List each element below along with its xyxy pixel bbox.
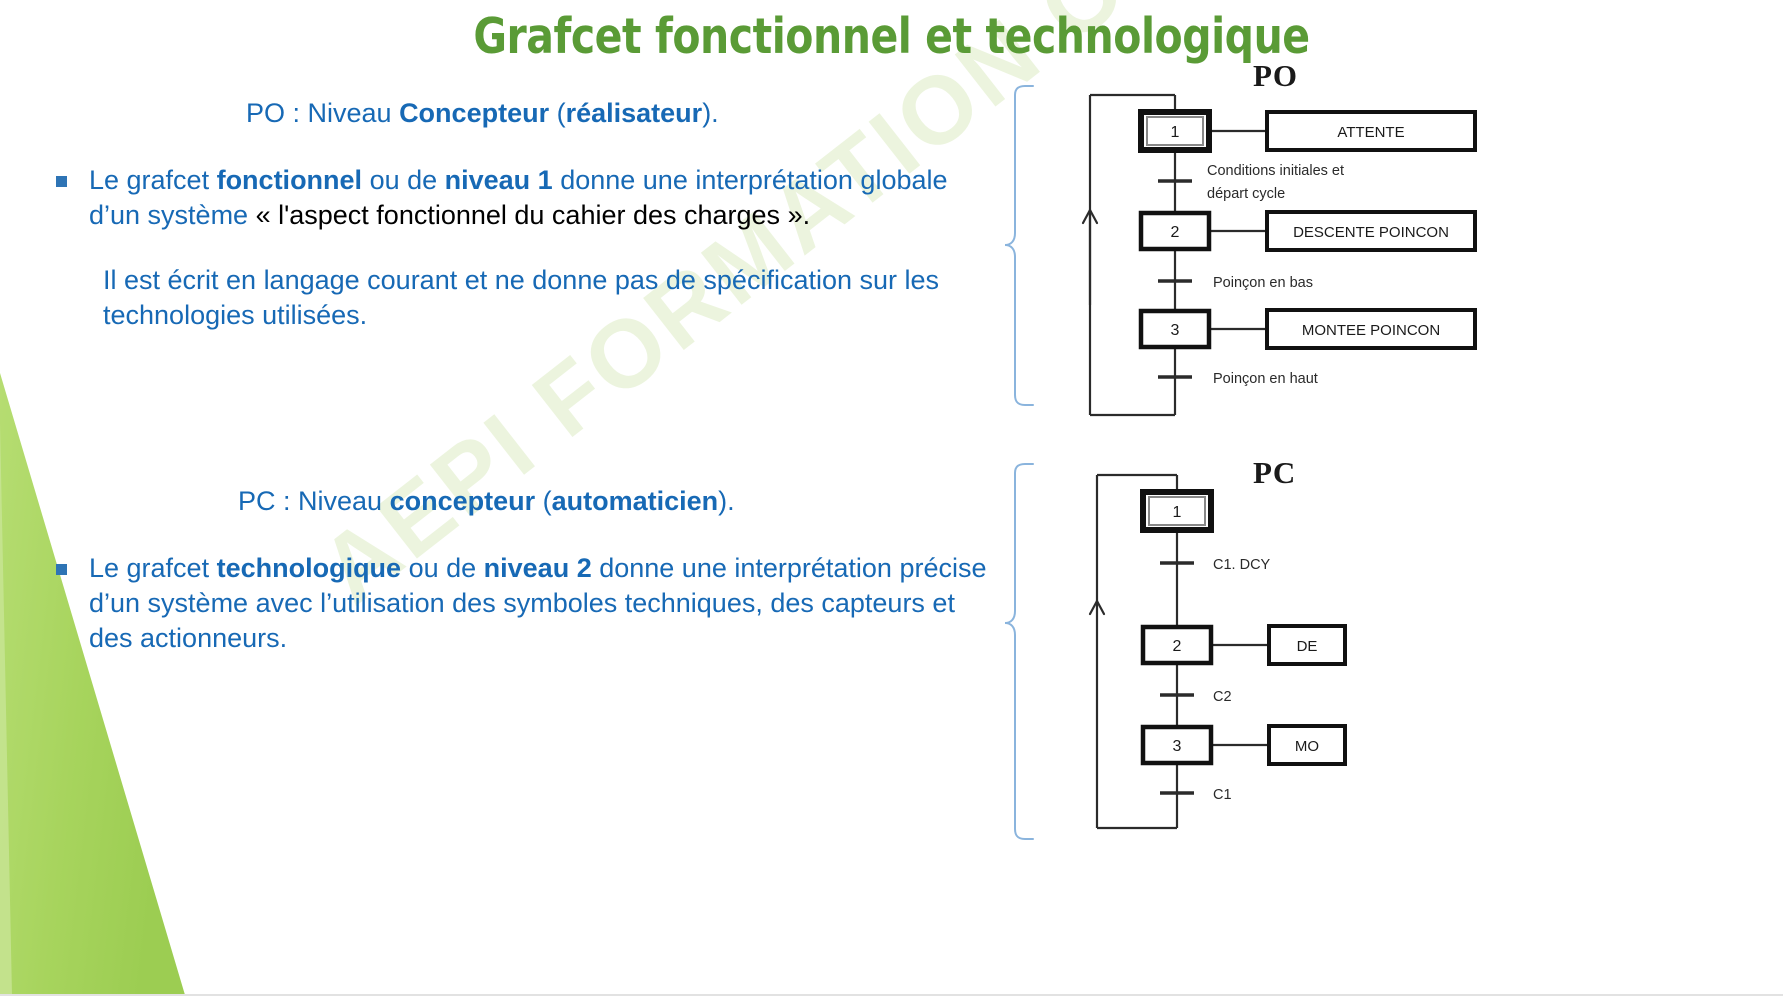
pc-bullet-bold-technologique: technologique (216, 553, 402, 584)
grafcet-po-action-2-label: DESCENTE POINCON (1293, 224, 1449, 241)
svg-text:1: 1 (1171, 124, 1180, 141)
pc-lead-suffix: ). (718, 485, 735, 516)
po-lead-bold-realisateur: réalisateur (565, 98, 703, 128)
square-bullet-icon (56, 176, 67, 188)
grafcet-po-action-1-label: ATTENTE (1337, 124, 1404, 141)
po-bullet-bold-fonctionnel: fonctionnel (216, 165, 363, 196)
po-bullet-item: Le grafcet fonctionnel ou de niveau 1 do… (0, 163, 990, 233)
grafcet-po-svg: 1 2 3 ATTENTE DE (1004, 85, 1477, 417)
grafcet-po-action-3-label: MONTEE POINCON (1302, 322, 1440, 339)
po-lead-suffix: ). (702, 98, 719, 128)
grafcet-po-step-1: 1 (1138, 109, 1212, 153)
pc-lead-mid: ( (535, 485, 552, 516)
pc-bullet-text: Le grafcet technologique ou de niveau 2 … (89, 551, 989, 655)
po-lead-bold-concepteur: Concepteur (399, 98, 550, 128)
grafcet-pc-step-1: 1 (1140, 489, 1214, 533)
po-bullet-t2: ou de (362, 165, 445, 196)
po-bullet-bold-niveau1: niveau 1 (444, 165, 553, 196)
po-bullet-text: Le grafcet fonctionnel ou de niveau 1 do… (89, 163, 989, 233)
grafcet-po-step-3: 3 (1138, 308, 1212, 350)
pc-lead-prefix: PC : Niveau (238, 485, 390, 516)
grafcet-pc-action-2-label: DE (1297, 638, 1318, 655)
grafcet-pc: PC (985, 453, 1775, 853)
grafcet-po-transition-2-label: Poinçon en bas (1213, 275, 1313, 291)
po-bullet-t3: donne une interprétation globale d’un sy… (89, 165, 948, 231)
svg-text:3: 3 (1171, 322, 1180, 339)
svg-text:3: 3 (1173, 738, 1182, 755)
pc-bullet-bold-niveau2: niveau 2 (483, 553, 592, 584)
content-text-column: PO : Niveau Concepteur (réalisateur). Le… (0, 95, 990, 656)
grafcet-po-transition-3-label: Poinçon en haut (1213, 371, 1318, 387)
svg-text:1: 1 (1173, 504, 1182, 521)
pc-bullet-t2: ou de (401, 553, 484, 584)
grafcet-pc-action-2: DE (1267, 624, 1347, 666)
grafcet-pc-action-3: MO (1267, 724, 1347, 766)
grafcet-po-action-1: ATTENTE (1265, 110, 1477, 152)
pc-bullet-item: Le grafcet technologique ou de niveau 2 … (0, 551, 990, 655)
po-lead-mid: ( (549, 98, 566, 128)
po-bullet-t1: Le grafcet (89, 165, 217, 196)
grafcet-po-transition-1-line2: départ cycle (1207, 186, 1285, 202)
pc-lead-line: PC : Niveau concepteur (automaticien). (0, 483, 990, 519)
po-bullet-black-quote: « l'aspect fonctionnel du cahier des cha… (255, 200, 811, 231)
grafcet-po-action-2: DESCENTE POINCON (1265, 210, 1477, 252)
page-title: Grafcet fonctionnel et technologique (473, 8, 1310, 65)
slide-bottom-rule (0, 994, 1783, 1003)
grafcet-pc-transition-2-label: C2 (1213, 689, 1232, 705)
pc-bullet-t3: donne une interprétation précise d’un sy… (89, 553, 987, 653)
grafcet-pc-step-3: 3 (1140, 724, 1214, 766)
grafcet-pc-action-3-label: MO (1295, 738, 1319, 755)
grafcet-diagrams-panel: PO (985, 55, 1775, 905)
square-bullet-icon (56, 564, 67, 576)
grafcet-pc-transition-3-label: C1 (1213, 787, 1232, 803)
grafcet-po-title: PO (1253, 58, 1299, 93)
grafcet-po-action-3: MONTEE POINCON (1265, 308, 1477, 350)
po-paragraph: Il est écrit en langage courant et ne do… (103, 265, 940, 330)
grafcet-pc-step-2: 2 (1140, 624, 1214, 666)
svg-text:2: 2 (1173, 638, 1182, 655)
svg-text:2: 2 (1171, 224, 1180, 241)
grafcet-po: PO (985, 55, 1775, 455)
grafcet-pc-transition-1-label: C1. DCY (1213, 557, 1271, 573)
pc-bullet-t1: Le grafcet (89, 553, 217, 584)
grafcet-pc-title: PC (1253, 455, 1297, 490)
pc-lead-bold-automaticien: automaticien (551, 485, 719, 516)
pc-lead-bold-concepteur: concepteur (389, 485, 536, 516)
green-wedge-decoration (0, 363, 330, 1003)
po-lead-line: PO : Niveau Concepteur (réalisateur). (0, 95, 990, 131)
grafcet-po-transition-1-line1: Conditions initiales et (1207, 163, 1344, 179)
po-lead-prefix: PO : Niveau (246, 98, 400, 128)
grafcet-po-step-2: 2 (1138, 210, 1212, 252)
grafcet-pc-svg: 1 2 3 DE MO (1004, 463, 1347, 840)
